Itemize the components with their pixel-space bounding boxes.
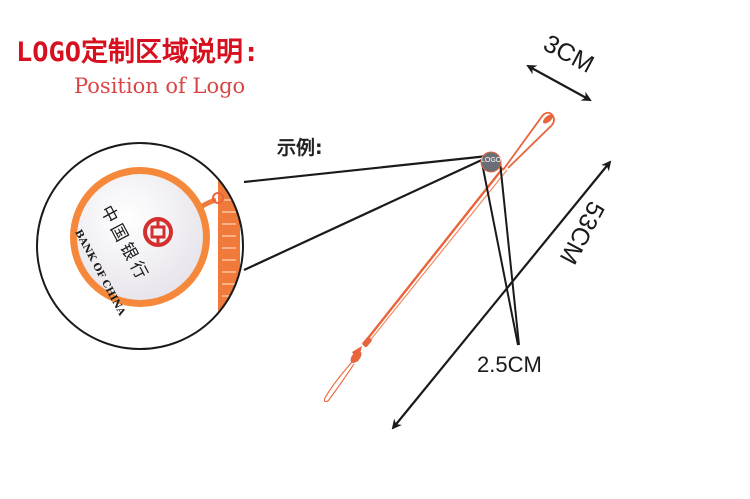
width-dimension-arrow — [526, 65, 592, 101]
logo-marker-text: LOGO — [481, 157, 502, 164]
page-title: LOGO定制区域说明: — [16, 37, 260, 68]
length-dimension-arrow — [391, 160, 612, 430]
logo-marker — [480, 151, 502, 173]
page-subtitle: Position of Logo — [74, 74, 246, 98]
logo-size-leader-lines — [481, 161, 520, 346]
example-label: 示例: — [277, 137, 323, 159]
logo-size-label: 2.5CM — [477, 352, 542, 377]
callout-lines — [243, 154, 489, 271]
